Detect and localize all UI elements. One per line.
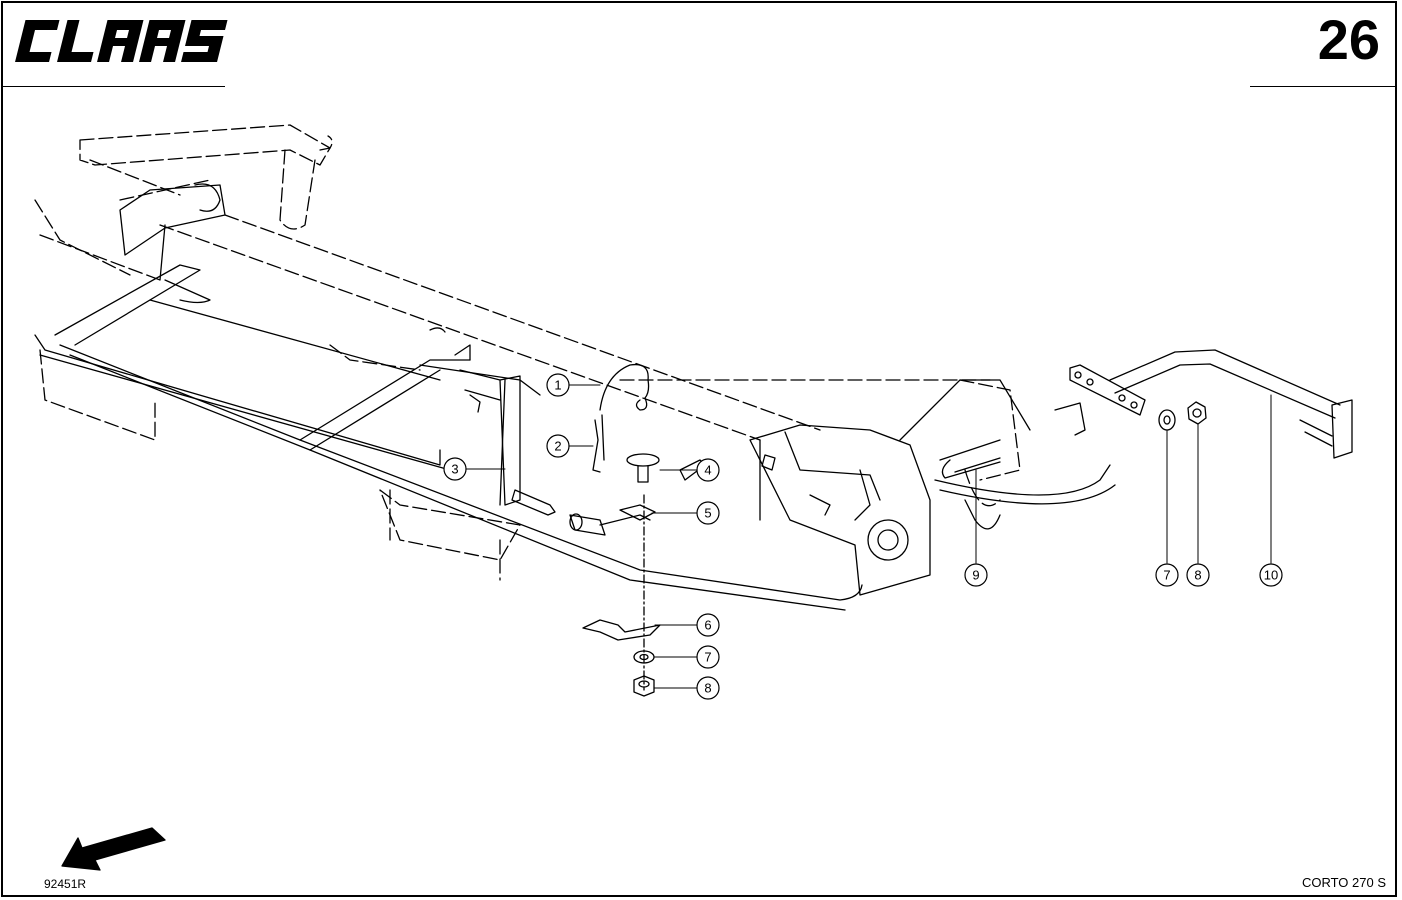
callout-8-lower-label: 8 (704, 681, 711, 696)
callout-4: 4 (696, 458, 720, 482)
callout-9-label: 9 (972, 568, 979, 583)
leader-lines (465, 384, 1272, 689)
arrow-icon (61, 827, 166, 871)
header-rule-right (1250, 86, 1396, 87)
phantom-frame (34, 124, 1021, 581)
callout-6-circle (696, 613, 720, 637)
callout-9: 9 (964, 563, 988, 587)
callout-1-circle (546, 373, 570, 397)
main-frame (34, 183, 863, 611)
part-9-ubolt (941, 457, 1001, 530)
callout-5-label: 5 (704, 506, 711, 521)
callout-3: 3 (443, 457, 467, 481)
part-1-hook-cable (599, 363, 650, 411)
callout-5: 5 (696, 501, 720, 525)
callout-8-lower: 8 (696, 676, 720, 700)
callout-7-lower-label: 7 (704, 650, 711, 665)
callout-layer: 1 2 3 4 5 6 7 8 9 7 8 10 (443, 373, 1283, 700)
callout-7-right-label: 7 (1163, 568, 1170, 583)
callout-10: 10 (1259, 563, 1283, 587)
callout-5-circle (696, 501, 720, 525)
callout-6: 6 (696, 613, 720, 637)
callout-8-right: 8 (1186, 563, 1210, 587)
callout-10-label: 10 (1264, 568, 1278, 583)
callout-1: 1 (546, 373, 570, 397)
callout-7-lower: 7 (696, 645, 720, 669)
callout-6-label: 6 (704, 618, 711, 633)
callout-9-circle (964, 563, 988, 587)
part-4-bolt (626, 453, 706, 483)
page-number: 26 (1317, 8, 1380, 71)
gearbox-housing (749, 379, 1116, 596)
callout-8-right-circle (1186, 563, 1210, 587)
callout-1-label: 1 (554, 378, 561, 393)
header-rule-left (1, 86, 225, 87)
part-8-nut-right (1187, 401, 1207, 425)
callout-2-label: 2 (554, 439, 561, 454)
callout-4-circle (696, 458, 720, 482)
callout-2-circle (546, 434, 570, 458)
callout-2: 2 (546, 434, 570, 458)
callout-7-right-circle (1155, 563, 1179, 587)
callout-3-circle (443, 457, 467, 481)
part-7-washer-right (1158, 409, 1176, 431)
callout-7-right: 7 (1155, 563, 1179, 587)
callout-3-label: 3 (451, 462, 458, 477)
part-10-support-bar (1054, 349, 1353, 459)
part-6-clamp (582, 619, 661, 641)
drawing-code: 92451R (44, 877, 87, 891)
model-name: CORTO 270 S (1301, 875, 1386, 890)
callout-7-lower-circle (696, 645, 720, 669)
part-3-bracket (459, 369, 651, 536)
callout-10-circle (1259, 563, 1283, 587)
callout-4-label: 4 (704, 463, 711, 478)
part-5-clamp (619, 504, 656, 521)
claas-logo (15, 20, 228, 62)
callout-8-lower-circle (696, 676, 720, 700)
part-8-nut (633, 675, 655, 697)
callout-8-right-label: 8 (1194, 568, 1201, 583)
part-2-pin (592, 414, 605, 473)
